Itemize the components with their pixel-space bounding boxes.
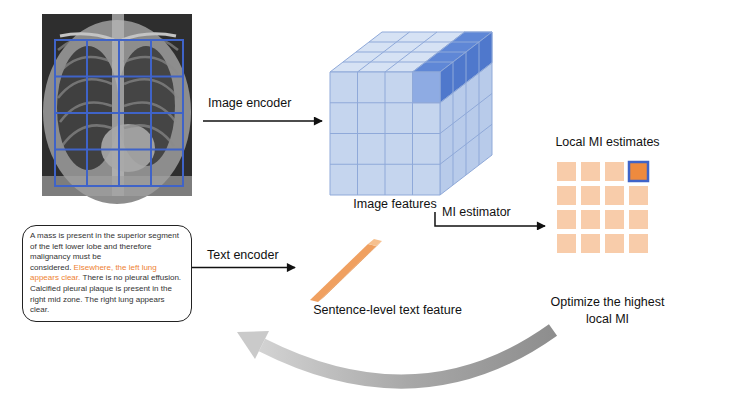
node-label: Image features — [353, 196, 436, 212]
patch-grid-lines — [55, 40, 183, 186]
mi-cell — [557, 162, 576, 181]
mi-cell — [629, 234, 648, 253]
mi-cell — [581, 234, 600, 253]
mi-grid — [557, 162, 648, 253]
bar-side-face — [318, 241, 382, 302]
patch-grid-border — [55, 40, 183, 186]
feedback-arrow-body — [262, 330, 553, 382]
patch-grid — [55, 40, 183, 186]
mi-cell — [605, 162, 624, 181]
mi-cell — [557, 234, 576, 253]
mi-map-node: Local MI estimates — [545, 134, 670, 256]
xray-ribs — [58, 37, 112, 146]
feedback-arrow — [237, 330, 553, 382]
encoder-label: Image encoder — [208, 95, 291, 112]
mi-cell — [605, 234, 624, 253]
mi-cell — [581, 186, 600, 205]
text-feature-node: Sentence-level text feature — [295, 236, 480, 318]
node-label: Sentence-level text feature — [313, 302, 462, 318]
mi-cell — [557, 186, 576, 205]
mi-cell — [629, 186, 648, 205]
mi-cell — [629, 210, 648, 229]
mi-cell — [557, 210, 576, 229]
text-feature-bar — [310, 239, 382, 302]
mi-cell — [581, 210, 600, 229]
chest-xray — [42, 14, 192, 204]
node-label: Local MI estimates — [555, 134, 659, 150]
edge-label: MI estimator — [442, 204, 511, 221]
mi-cell — [581, 162, 600, 181]
bar-top-face — [368, 239, 382, 246]
encoder-arrow — [203, 120, 322, 122]
mi-cell — [605, 210, 624, 229]
report-box: A mass is present in the superior segmen… — [22, 225, 192, 322]
feature-cube — [330, 32, 492, 195]
feedback-arrow-head — [237, 331, 269, 359]
feature-map-node: Image features — [322, 28, 498, 212]
cube-highlight — [413, 72, 441, 103]
estimator-arrow — [435, 212, 545, 226]
mi-cell — [605, 186, 624, 205]
cube-grid-lines — [330, 32, 492, 195]
edge-label: Text encoder — [207, 247, 279, 264]
mi-cell-highlight — [629, 162, 648, 181]
objective-label: Optimize the highest local MI — [540, 294, 675, 328]
xray-heart — [101, 124, 155, 172]
bar-front-face — [310, 244, 376, 302]
encoder-arrow — [192, 267, 295, 269]
